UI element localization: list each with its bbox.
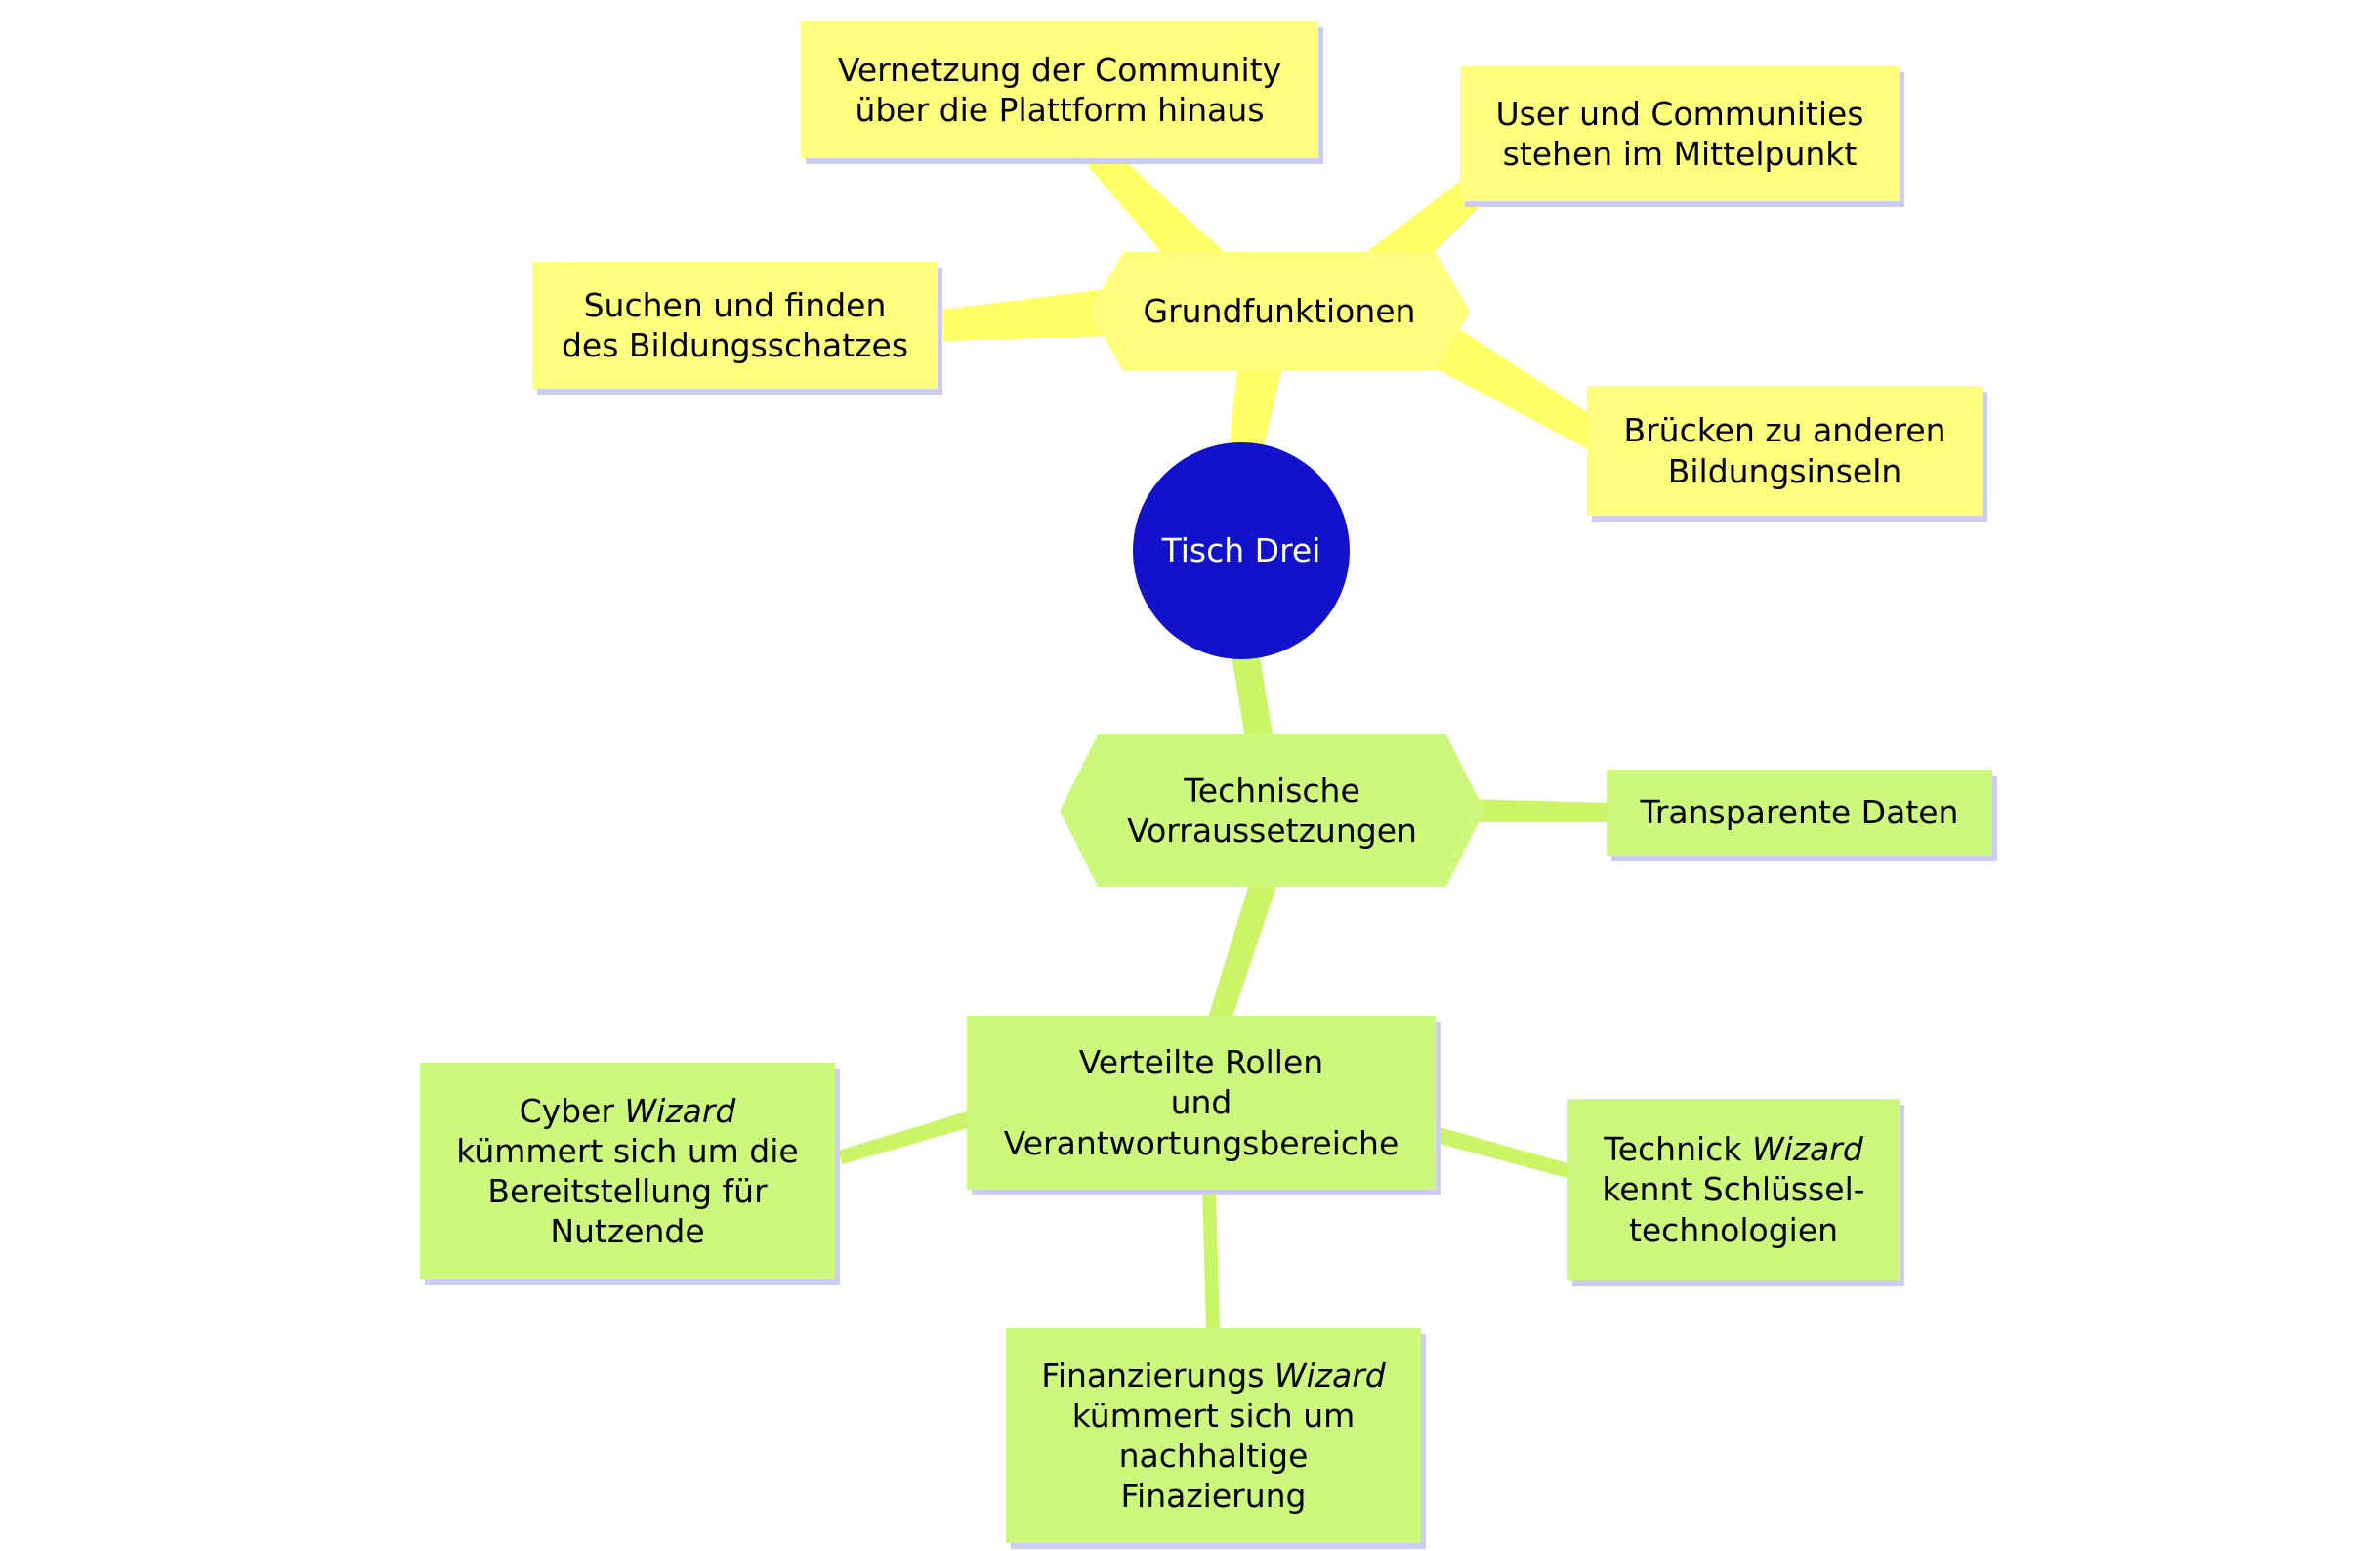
connector-verteilte-finanzierungs-wizard [1202, 1187, 1220, 1333]
node-label: Vernetzung der Community über die Plattf… [837, 50, 1282, 129]
connector-root-technische [1229, 633, 1274, 744]
connector-verteilte-technick-wizard [1429, 1125, 1574, 1179]
label-text: Technick [1604, 1130, 1752, 1169]
connector-technische-transparente-daten [1465, 799, 1611, 822]
node-label: User und Communities stehen im Mittelpun… [1495, 94, 1864, 173]
node-label: Brücken zu anderen Bildungsinseln [1623, 411, 1946, 490]
label-text: kümmert sich um die Bereitstellung für N… [456, 1131, 799, 1251]
node-vernetzung-der-community[interactable]: Vernetzung der Community über die Plattf… [801, 21, 1318, 158]
node-label: Verteilte Rollen und Verantwortungsberei… [1003, 1043, 1399, 1162]
node-label: Suchen und finden des Bildungsschatzes [561, 285, 909, 364]
label-text: kümmert sich um nachhaltige Finazierung [1071, 1396, 1356, 1516]
label-text: Finanzierungs [1041, 1356, 1274, 1395]
node-cyber-wizard[interactable]: Cyber Wizard kümmert sich um die Bereits… [420, 1063, 835, 1279]
node-label: Transparente Daten [1640, 793, 1959, 832]
node-user-und-communities[interactable]: User und Communities stehen im Mittelpun… [1460, 66, 1900, 201]
node-technische-vorraussetzungen[interactable]: Technische Vorraussetzungen [1060, 734, 1484, 887]
connector-verteilte-cyber-wizard [838, 1111, 974, 1164]
node-label: Cyber Wizard kümmert sich um die Bereits… [456, 1091, 798, 1252]
connector-grundfunktionen-bruecken [1424, 321, 1609, 452]
label-italic-text: Wizard [624, 1091, 736, 1130]
connector-grundfunktionen-suchen-finden [941, 289, 1110, 341]
label-italic-text: Wizard [1751, 1130, 1863, 1169]
node-transparente-daten[interactable]: Transparente Daten [1607, 770, 1992, 856]
node-technick-wizard[interactable]: Technick Wizard kennt Schlüssel- technol… [1567, 1099, 1900, 1280]
node-label: Technick Wizard kennt Schlüssel- technol… [1602, 1129, 1864, 1250]
root-label: Tisch Drei [1161, 531, 1321, 570]
label-text: Cyber [519, 1091, 625, 1130]
connector-technische-verteilte-rollen [1205, 875, 1277, 1034]
node-label: Technische Vorraussetzungen [1127, 771, 1417, 850]
label-italic-text: Wizard [1274, 1356, 1386, 1395]
node-verteilte-rollen[interactable]: Verteilte Rollen und Verantwortungsberei… [967, 1016, 1436, 1190]
node-grundfunktionen[interactable]: Grundfunktionen [1089, 252, 1470, 371]
label-text: kennt Schlüssel- technologien [1602, 1170, 1865, 1249]
node-label: Grundfunktionen [1143, 292, 1416, 331]
node-finanzierungs-wizard[interactable]: Finanzierungs Wizard kümmert sich um nac… [1006, 1328, 1421, 1543]
node-label: Finanzierungs Wizard kümmert sich um nac… [1041, 1356, 1385, 1517]
node-suchen-und-finden[interactable]: Suchen und finden des Bildungsschatzes [532, 262, 938, 389]
root-node-tisch-drei[interactable]: Tisch Drei [1133, 442, 1350, 659]
node-bruecken-zu-anderen-bildungsinseln[interactable]: Brücken zu anderen Bildungsinseln [1587, 386, 1983, 516]
